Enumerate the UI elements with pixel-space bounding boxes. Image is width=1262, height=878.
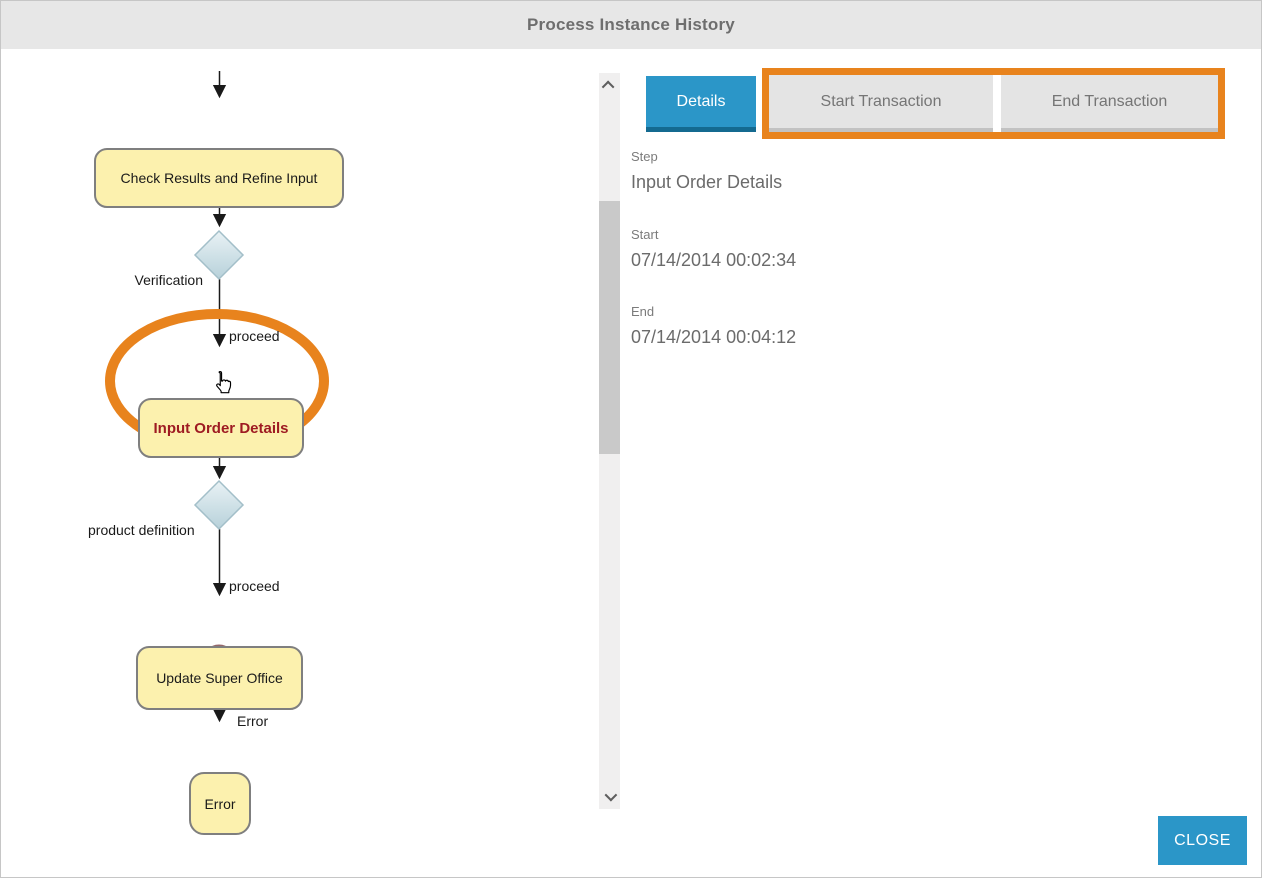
field-label-end: End — [631, 304, 655, 319]
task-node-label: Check Results and Refine Input — [120, 170, 318, 186]
edge-label-proceed-1: proceed — [229, 328, 280, 344]
edge-label-proceed-2: proceed — [229, 578, 280, 594]
tab-label: End Transaction — [1051, 92, 1168, 110]
task-node-update-super-office[interactable]: Update Super Office — [136, 646, 303, 710]
annotation-rectangle: Start Transaction End Transaction — [762, 68, 1225, 139]
field-label-step: Step — [631, 149, 658, 164]
process-diagram-panel: Check Results and Refine Input Input Ord… — [1, 49, 597, 877]
gateway-product-definition-diamond[interactable] — [193, 479, 245, 531]
task-node-input-order-details[interactable]: Input Order Details — [138, 398, 304, 458]
field-label-start: Start — [631, 227, 659, 242]
scroll-down-button[interactable] — [599, 786, 620, 807]
field-value-end: 07/14/2014 00:04:12 — [631, 327, 797, 347]
tab-label: Details — [676, 92, 726, 110]
tab-start-transaction[interactable]: Start Transaction — [769, 75, 993, 132]
task-node-label: Error — [204, 795, 236, 812]
scrollbar-thumb[interactable] — [599, 201, 620, 454]
chevron-down-icon — [604, 788, 618, 802]
tab-details[interactable]: Details — [646, 76, 756, 132]
cursor-hand-icon — [216, 371, 232, 394]
tab-end-transaction[interactable]: End Transaction — [1001, 75, 1218, 132]
tab-label: Start Transaction — [820, 92, 942, 110]
task-node-label: Input Order Details — [153, 419, 289, 437]
close-button[interactable]: CLOSE — [1158, 816, 1247, 865]
gateway-label-product-definition: product definition — [88, 522, 195, 538]
chevron-up-icon — [601, 80, 615, 94]
scroll-up-button[interactable] — [599, 75, 620, 96]
task-node-label: Update Super Office — [156, 670, 283, 686]
boundary-event-label-error: Error — [237, 713, 269, 729]
gateway-verification-diamond[interactable] — [193, 229, 245, 281]
field-value-start: 07/14/2014 00:02:34 — [631, 250, 797, 270]
gateway-label-verification: Verification — [134, 272, 203, 288]
field-value-step: Input Order Details — [631, 172, 783, 192]
task-node-check-results[interactable]: Check Results and Refine Input — [94, 148, 344, 208]
task-node-error[interactable]: Error — [189, 772, 251, 835]
vertical-scrollbar[interactable] — [599, 73, 620, 809]
dialog-title: Process Instance History — [527, 15, 735, 34]
dialog-titlebar: Process Instance History — [1, 1, 1261, 49]
